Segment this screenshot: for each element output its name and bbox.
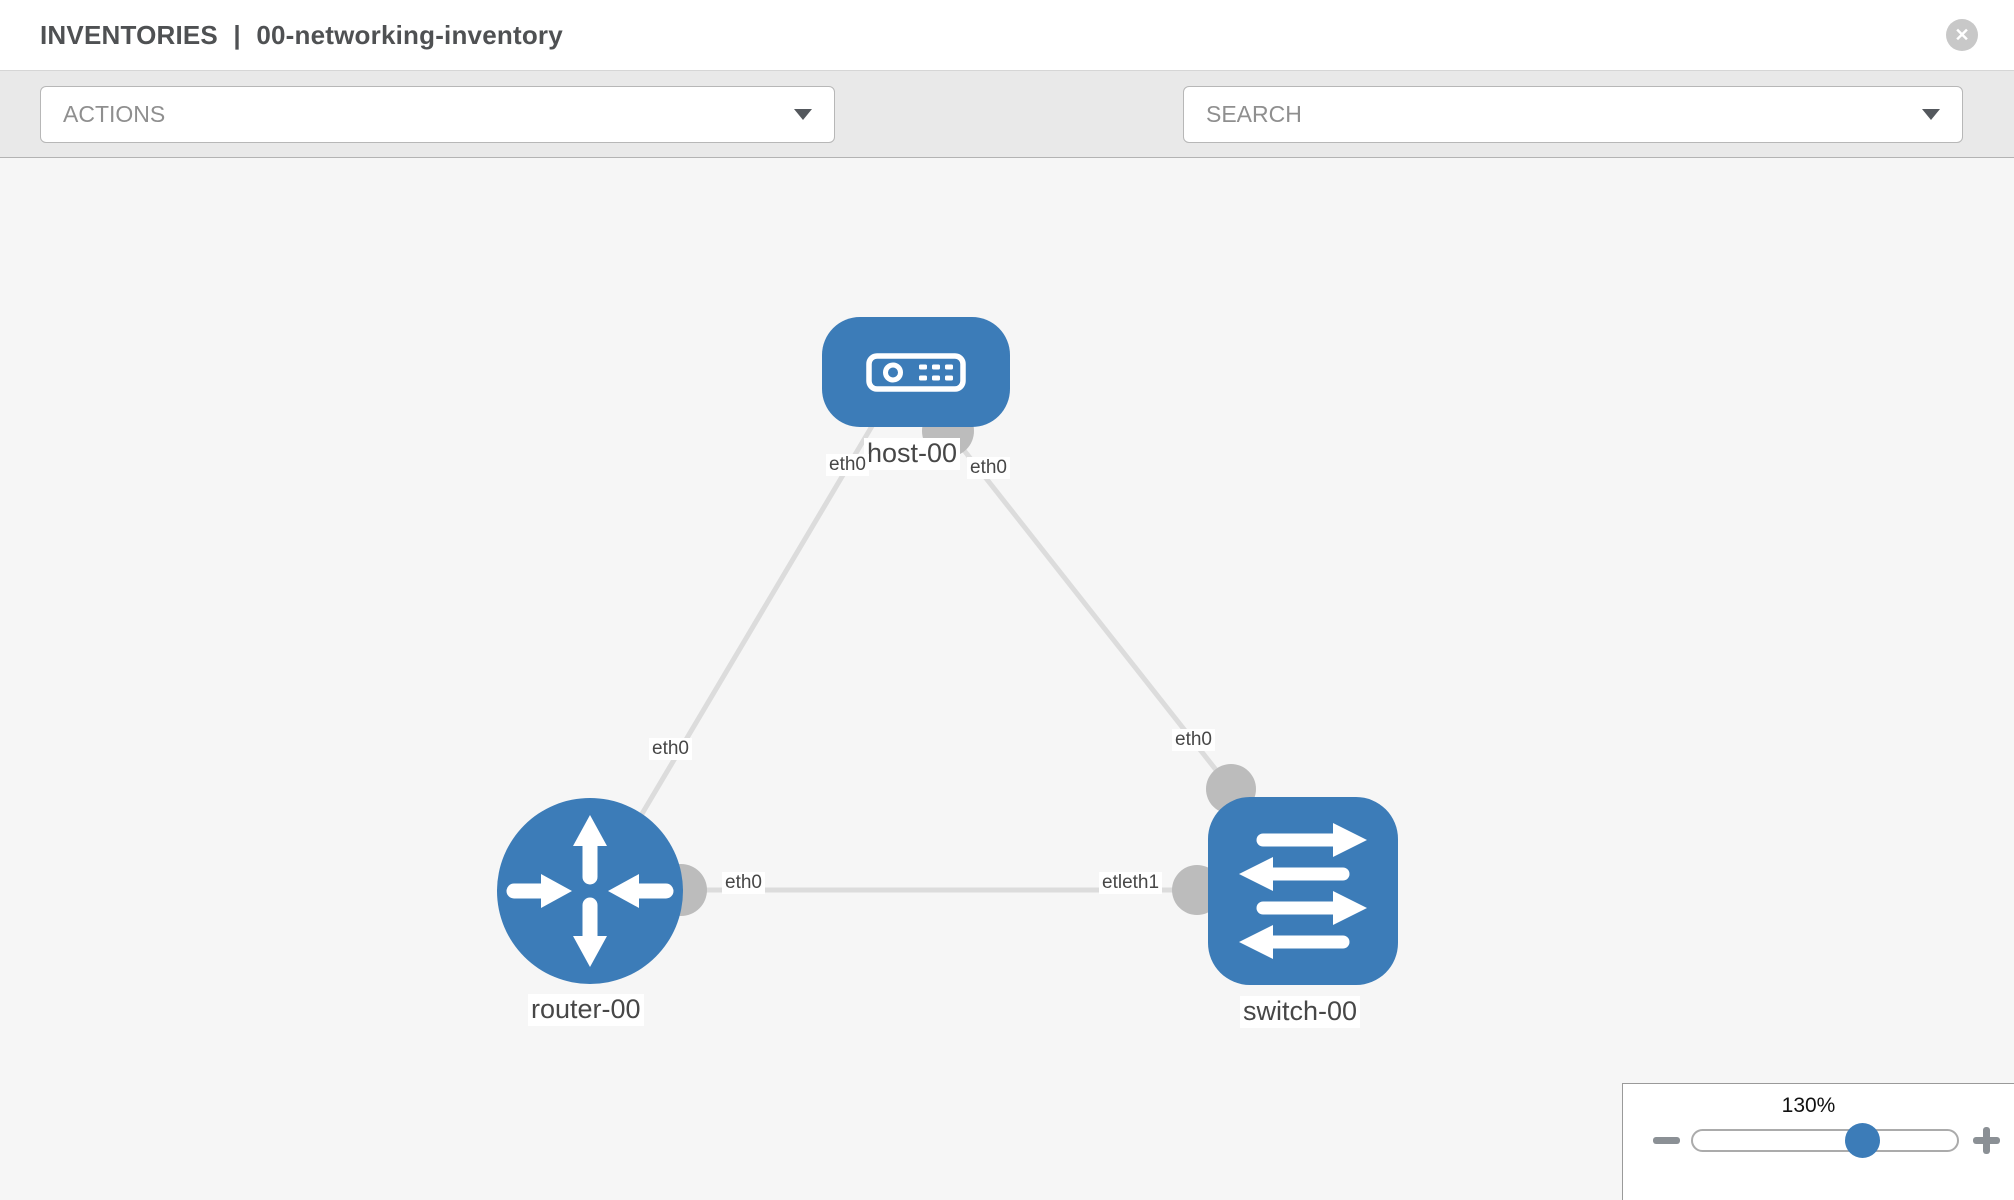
- if-label-host-to-switch: eth0: [967, 457, 1010, 480]
- if-label-host-to-router: eth0: [826, 454, 869, 477]
- actions-dropdown-label: ACTIONS: [63, 101, 166, 127]
- toolbar: ACTIONS SEARCH: [0, 70, 2014, 211]
- search-dropdown-label: SEARCH: [1206, 101, 1302, 127]
- page-title: INVENTORIES | 00-networking-inventory: [40, 20, 571, 51]
- close-icon: ✕: [1954, 25, 1970, 45]
- zoom-out-button[interactable]: [1653, 1137, 1680, 1144]
- zoom-in-button[interactable]: [1973, 1127, 2000, 1154]
- topology-canvas[interactable]: host-00 router-00 switch-00 eth0 eth0 et…: [0, 158, 2014, 1200]
- actions-dropdown[interactable]: ACTIONS: [40, 86, 835, 143]
- if-label-router-to-host: eth0: [649, 738, 692, 761]
- breadcrumb-header: INVENTORIES | 00-networking-inventory ✕: [0, 0, 2014, 70]
- breadcrumb-section: INVENTORIES: [40, 19, 218, 50]
- chevron-down-icon: [1922, 109, 1940, 120]
- breadcrumb-inventory-name: 00-networking-inventory: [256, 19, 563, 50]
- close-button[interactable]: ✕: [1946, 19, 1978, 51]
- server-icon: [866, 353, 966, 392]
- if-label-router-to-switch: eth0: [722, 872, 765, 895]
- zoom-slider-track[interactable]: [1691, 1129, 1959, 1152]
- search-dropdown[interactable]: SEARCH: [1183, 86, 1963, 143]
- zoom-level-value: 130%: [1781, 1094, 1836, 1117]
- if-label-switch-to-host: eth0: [1172, 729, 1215, 752]
- switch-arrows-icon: [1239, 823, 1367, 959]
- node-router-00[interactable]: [497, 798, 683, 984]
- plus-icon: [1983, 1127, 1990, 1154]
- link-host-router[interactable]: [595, 419, 878, 890]
- node-switch-00[interactable]: [1208, 797, 1398, 985]
- chevron-down-icon: [794, 109, 812, 120]
- node-label-host: host-00: [864, 438, 961, 470]
- if-label-switch-to-router: etleth1: [1099, 872, 1163, 895]
- zoom-control-panel: 130%: [1622, 1083, 2014, 1200]
- node-label-router: router-00: [528, 994, 644, 1026]
- node-host-00[interactable]: [822, 317, 1010, 427]
- breadcrumb-divider: |: [233, 19, 241, 50]
- node-label-switch: switch-00: [1240, 996, 1361, 1028]
- router-arrows-icon: [506, 815, 674, 967]
- zoom-slider-handle[interactable]: [1845, 1123, 1880, 1158]
